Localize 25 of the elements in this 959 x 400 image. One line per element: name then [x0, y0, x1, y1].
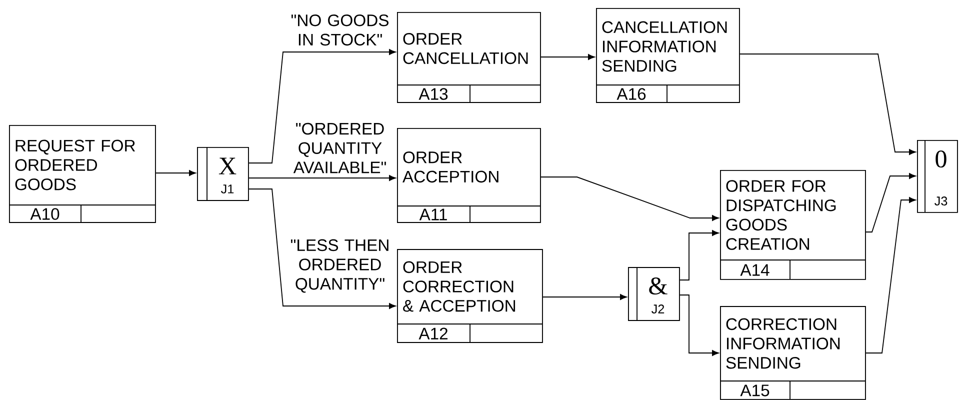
arrow: [865, 197, 916, 354]
junction-box: 0 J3: [917, 140, 958, 213]
arrow: [248, 49, 396, 164]
arrow: [540, 54, 595, 60]
arrow: [542, 294, 627, 300]
arrow: [248, 188, 396, 309]
process-box: CANCELLATION INFORMATION SENDING A16: [596, 8, 740, 103]
junction-box: & J2: [628, 266, 680, 321]
arrow: [679, 294, 719, 356]
arrow: [739, 54, 916, 155]
process-box: ORDER ACCEPTION A11: [396, 128, 541, 223]
process-box: ORDER CANCELLATION A13: [396, 12, 541, 103]
edge-label: "ORDERED QUANTITY AVAILABLE": [286, 122, 394, 174]
process-box: REQUEST FOR ORDERED GOODS A10: [8, 125, 156, 223]
process-box: ORDER CORRECTION & ACCEPTION A12: [396, 249, 543, 343]
process-box: ORDER FOR DISPATCHING GOODS CREATION A14: [720, 170, 866, 280]
arrow: [155, 170, 196, 176]
arrow: [679, 230, 719, 280]
junction-box: X J1: [197, 146, 249, 201]
edge-label: "NO GOODS IN STOCK": [286, 13, 394, 47]
arrow: [540, 176, 719, 221]
arrow: [865, 173, 916, 232]
arrow: [248, 175, 396, 181]
process-box: CORRECTION INFORMATION SENDING A15: [720, 306, 866, 400]
edge-label: "LESS THEN ORDERED QUANTITY": [286, 238, 394, 294]
